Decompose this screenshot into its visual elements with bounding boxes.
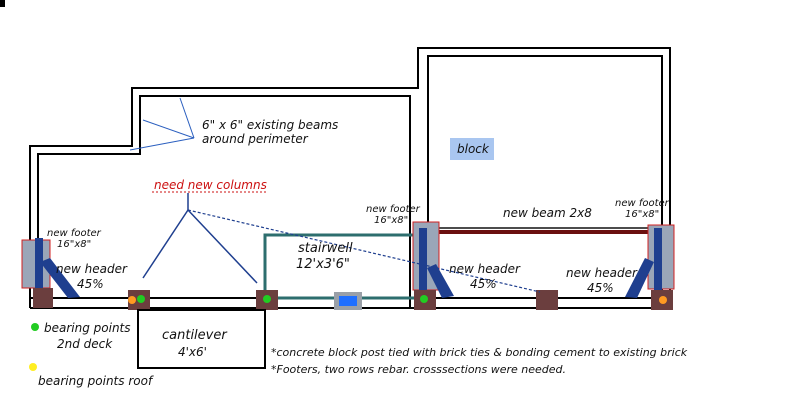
header-right-pct: 45% <box>587 281 614 295</box>
block-label: block <box>457 142 490 156</box>
new-beam-label: new beam 2x8 <box>503 206 592 220</box>
footer-mid-label: new footer <box>366 204 421 215</box>
stairwell-size: 12'x3'6" <box>296 257 350 272</box>
header-right-brace <box>625 228 662 298</box>
footer-right-size: 16"x8" <box>625 209 659 220</box>
header-mid-brace <box>419 228 454 298</box>
stairwell-label: stairwell <box>298 241 353 256</box>
bearing-dot-deck-3 <box>420 295 428 303</box>
footer-left-label: new footer <box>47 228 102 239</box>
legend-green-label-1: bearing points <box>44 321 131 335</box>
cantilever-label: cantilever <box>162 328 228 343</box>
new-beam <box>420 230 664 234</box>
existing-beams-pointers <box>129 97 195 151</box>
legend-yellow-dot <box>29 363 37 371</box>
post-1 <box>33 288 53 308</box>
need-columns-dashed-pointer <box>187 209 541 293</box>
legend-yellow-label: bearing points roof <box>38 374 154 388</box>
header-mid-label: new header <box>449 262 521 276</box>
header-left-brace <box>35 238 80 298</box>
outer-wall-outline <box>29 47 671 308</box>
cantilever-size: 4'x6' <box>178 345 207 359</box>
footer-mid-size: 16"x8" <box>374 215 408 226</box>
cantilever-box <box>137 309 266 369</box>
bearing-dot-roof-1 <box>128 296 136 304</box>
inner-wall-middle <box>140 95 411 308</box>
stair-landing-inner <box>339 296 357 306</box>
corner-mark <box>0 0 5 7</box>
note-1: *concrete block post tied with brick tie… <box>271 346 688 359</box>
legend-green-label-2: 2nd deck <box>57 337 113 351</box>
header-right-label: new header <box>566 266 638 280</box>
existing-beams-label-1: 6" x 6" existing beams <box>202 118 338 132</box>
need-new-columns-label: need new columns <box>154 178 267 192</box>
block-label-bg <box>450 138 494 160</box>
header-left-pct: 45% <box>77 277 104 291</box>
note-2: *Footers, two rows rebar. crosssections … <box>271 363 566 376</box>
legend-green-dot <box>31 323 39 331</box>
header-left-label: new header <box>56 262 128 276</box>
bearing-dot-roof-2 <box>659 296 667 304</box>
footer-right-label: new footer <box>615 198 670 209</box>
header-mid-pct: 45% <box>470 277 497 291</box>
need-columns-pointers <box>142 193 258 284</box>
footer-left-size: 16"x8" <box>57 239 91 250</box>
post-5 <box>536 290 558 310</box>
bearing-dot-deck-2 <box>263 295 271 303</box>
bearing-dot-deck-1 <box>137 295 145 303</box>
existing-beams-label-2: around perimeter <box>202 132 309 146</box>
